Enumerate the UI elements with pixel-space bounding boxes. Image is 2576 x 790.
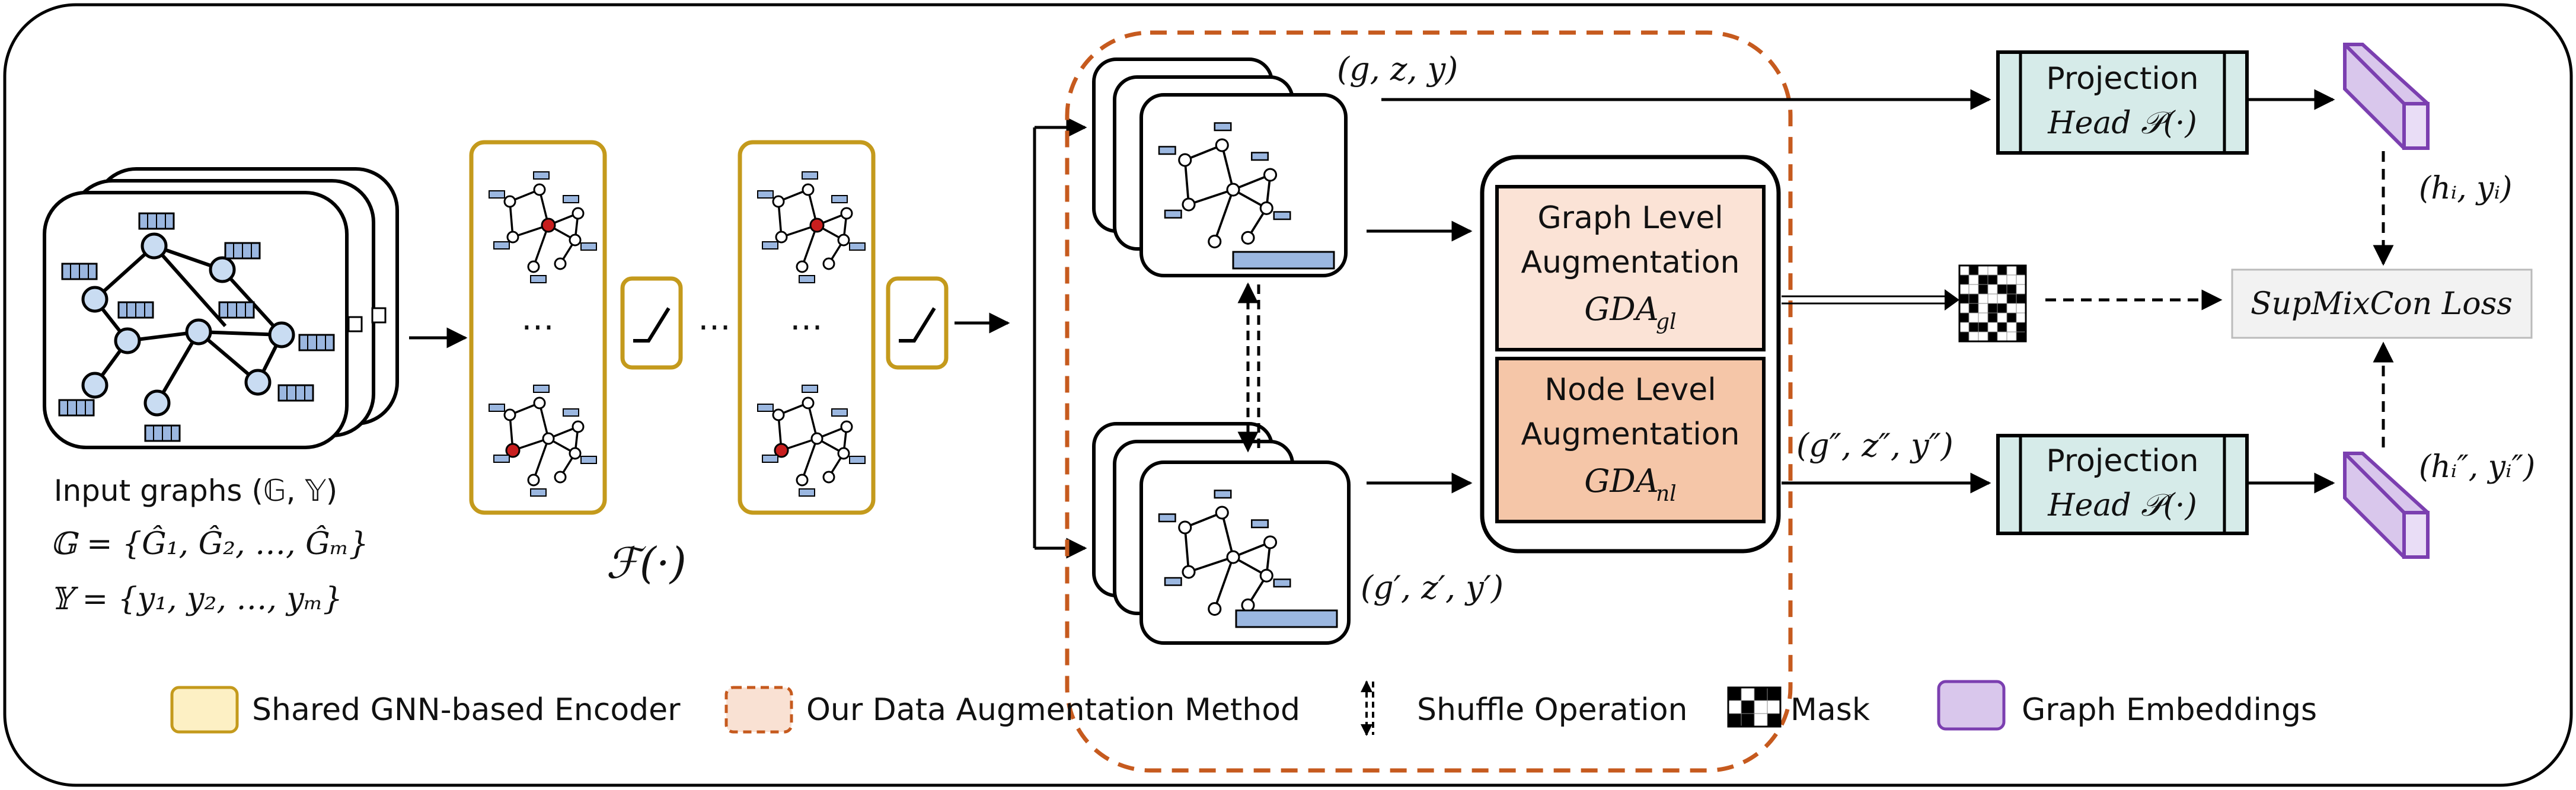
graph-level-augmentation: [1495, 185, 1766, 351]
legend-shuffle-label: Shuffle Operation: [1417, 692, 1688, 728]
encoder-graph-top-2: [757, 171, 866, 283]
encoder-graph-top: [489, 171, 597, 283]
original-label-vector: [1232, 251, 1335, 270]
projection-head-top: [1996, 50, 2249, 155]
node-level-line2: Augmentation: [1521, 417, 1739, 452]
encoder-ellipsis-between: ⋯: [698, 308, 731, 346]
loss-label: SupMixCon Loss: [2251, 286, 2513, 322]
split-connector: [1033, 117, 1087, 559]
projection-head-bottom: [1996, 434, 2249, 535]
legend-mask-icon: [1727, 686, 1782, 728]
graph-level-subscript: gl: [1656, 310, 1677, 334]
label-set-definition: 𝕐 = {y₁, y₂, …, yₘ}: [50, 581, 343, 617]
legend: Shared GNN-based Encoder Our Data Augmen…: [170, 680, 2317, 736]
legend-encoder-label: Shared GNN-based Encoder: [252, 692, 681, 728]
encoder-layer-2: ⋯: [738, 140, 876, 515]
legend-shuffle-icon: [1361, 680, 1374, 736]
input-caption: Input graphs (𝔾, 𝕐): [54, 474, 338, 508]
encoder-function-label: ℱ(·): [606, 538, 687, 588]
legend-augmentation-label: Our Data Augmentation Method: [806, 692, 1300, 728]
graph-level-line1: Graph Level: [1537, 200, 1723, 236]
projection-bottom-line2: Head 𝒫(·): [2047, 488, 2197, 523]
activation-box-2: [886, 276, 949, 370]
graph-level-symbol: GDA: [1584, 290, 1658, 328]
input-graph-nodes: [81, 232, 295, 417]
embedding-bottom: [2343, 452, 2430, 559]
activation-box-1: [620, 276, 683, 370]
augmentation-region: [1065, 30, 1793, 773]
loss-box: [2231, 268, 2533, 339]
encoder-layer-1: ⋯: [469, 140, 607, 515]
node-level-line1: Node Level: [1544, 372, 1716, 408]
mask-matrix: [1958, 264, 2027, 343]
graph-level-line2: Augmentation: [1521, 245, 1739, 280]
shuffled-graph-stack: [1092, 422, 1351, 645]
shuffle-arrow: [1237, 282, 1260, 453]
outer-frame: [3, 3, 2573, 787]
graph-set-definition: 𝔾 = {Ĝ₁, Ĝ₂, …, Ĝₘ}: [50, 525, 369, 562]
legend-embedding-label: Graph Embeddings: [2022, 692, 2317, 728]
embedding-top: [2343, 43, 2430, 150]
encoder-graph-bottom: [489, 385, 597, 497]
augmentation-module: [1480, 155, 1781, 554]
projection-top-line2: Head 𝒫(·): [2047, 105, 2197, 141]
projection-bottom-line1: Projection: [2046, 443, 2198, 479]
original-graph-stack: [1092, 57, 1348, 277]
node-level-augmentation: [1495, 357, 1766, 523]
bottom-embedding-label: (hᵢ″, yᵢ″): [2419, 449, 2535, 485]
node-level-symbol: GDA: [1584, 462, 1658, 500]
node-level-subscript: nl: [1656, 482, 1677, 506]
input-graph-stack: [43, 167, 399, 449]
encoder-graph-bottom-2: [757, 385, 866, 497]
top-embedding-label: (hᵢ, yᵢ): [2419, 171, 2512, 206]
encoder-ellipsis-2: ⋯: [790, 308, 823, 346]
shuffled-label-vector: [1235, 609, 1338, 628]
legend-embedding-swatch: [1937, 680, 2006, 731]
arrow-to-mask: [1782, 289, 1959, 311]
legend-encoder-swatch: [170, 686, 239, 734]
legend-augmentation-swatch: [724, 686, 793, 734]
mixed-triple-label: (g″, z″, y″): [1796, 427, 1953, 464]
shuffled-triple-label: (g′, z′, y′): [1361, 569, 1504, 606]
input-graph-features: [58, 212, 335, 442]
encoder-ellipsis-1: ⋯: [521, 308, 554, 346]
projection-top-line1: Projection: [2046, 61, 2198, 97]
original-triple-label: (g, z, y): [1337, 50, 1458, 88]
legend-mask-label: Mask: [1790, 692, 1870, 728]
